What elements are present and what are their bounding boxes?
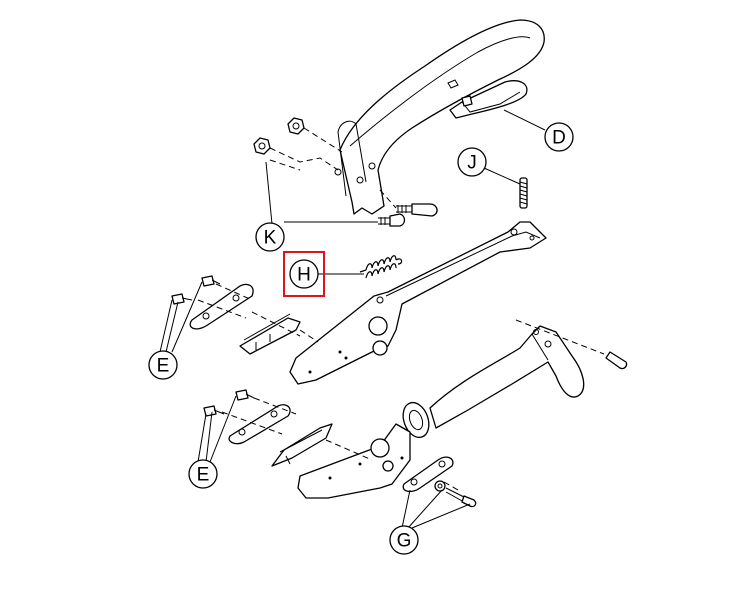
- callout-e-upper-label: E: [157, 356, 170, 377]
- callout-d-label: D: [552, 128, 566, 149]
- lower-base-lever: [297, 319, 628, 499]
- part-d-grip-insert: [449, 80, 528, 119]
- callout-e-lower-label: E: [197, 465, 210, 486]
- callout-j-label: J: [467, 153, 477, 174]
- part-e-lower-assembly: [203, 389, 373, 467]
- part-j-set-screw: [519, 177, 528, 209]
- callout-e-upper: E: [148, 350, 178, 380]
- part-e-upper-assembly: [171, 275, 319, 355]
- callout-h-highlight-box: [283, 251, 325, 297]
- callout-k: K: [255, 222, 285, 252]
- main-lever: [289, 221, 547, 385]
- callout-h-label: H: [297, 265, 311, 286]
- callout-g: G: [389, 525, 419, 555]
- upper-arm: [334, 19, 545, 215]
- part-k-nuts-bolts: [253, 117, 438, 227]
- part-h-spring: [359, 255, 403, 279]
- callout-j: J: [457, 147, 487, 177]
- callout-h: H: [283, 251, 325, 297]
- callout-g-label: G: [397, 531, 412, 552]
- callout-k-label: K: [264, 228, 277, 249]
- part-g-link-assembly: [402, 456, 477, 508]
- callout-e-lower: E: [188, 459, 218, 489]
- leader-lines: [159, 109, 546, 529]
- callout-d: D: [544, 122, 574, 152]
